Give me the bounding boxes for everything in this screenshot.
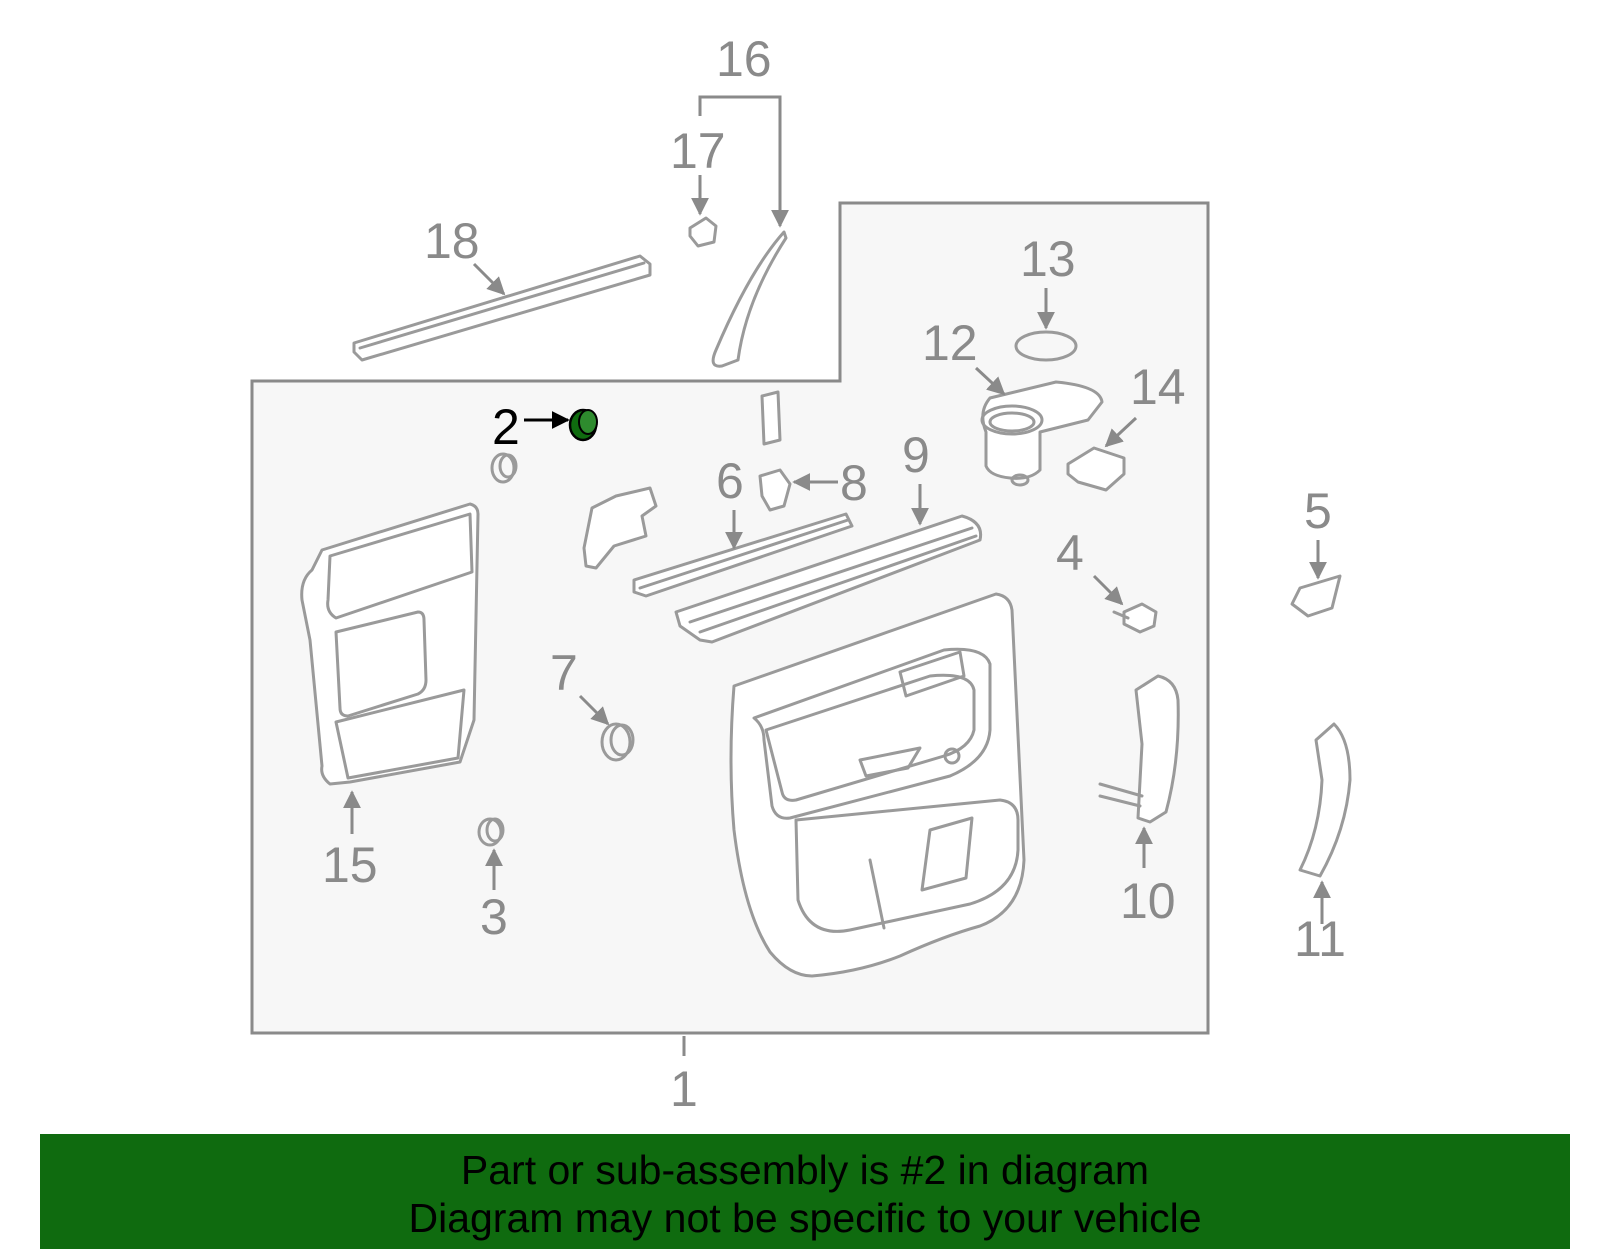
callout-10: 10	[1120, 873, 1176, 929]
part-10-pull-handle[interactable]	[1098, 674, 1180, 824]
callout-7: 7	[550, 645, 578, 701]
part-5-cap[interactable]	[1290, 574, 1342, 618]
part-7-plug[interactable]	[600, 722, 635, 762]
callout-15: 15	[322, 837, 378, 893]
filler-piece	[760, 390, 782, 446]
part-12-cup-holder[interactable]	[980, 380, 1104, 487]
part-6-rail[interactable]	[632, 512, 854, 598]
part-15-map-pocket[interactable]	[300, 502, 480, 786]
callout-11: 11	[1294, 911, 1346, 967]
callout-4: 4	[1056, 525, 1084, 581]
callout-9: 9	[902, 427, 930, 483]
part-16-molding[interactable]	[711, 230, 788, 368]
callout-3: 3	[480, 889, 508, 945]
callout-17: 17	[670, 123, 726, 179]
part-13-ring[interactable]	[1014, 330, 1078, 362]
part-18-trim-strip[interactable]	[352, 254, 652, 362]
banner-line-2: Diagram may not be specific to your vehi…	[408, 1195, 1202, 1241]
part-4-screw[interactable]	[1112, 602, 1158, 634]
callout-5: 5	[1304, 483, 1332, 539]
part-3-plug[interactable]	[477, 817, 505, 847]
callout-14: 14	[1130, 359, 1186, 415]
info-banner: Part or sub-assembly is #2 in diagram Di…	[40, 1134, 1570, 1249]
callout-18: 18	[424, 213, 480, 269]
callout-1: 1	[670, 1061, 698, 1117]
callout-6: 6	[716, 453, 744, 509]
part-2-plug-highlighted[interactable]	[568, 408, 598, 442]
door-trim-panel[interactable]	[729, 592, 1026, 978]
callout-13: 13	[1020, 231, 1076, 287]
part-17-clip[interactable]	[688, 216, 718, 248]
part-8-clip[interactable]	[758, 468, 792, 512]
part-11-handle-trim[interactable]	[1298, 722, 1352, 878]
bracket	[582, 486, 658, 570]
callout-16: 16	[716, 31, 772, 87]
banner-line-1: Part or sub-assembly is #2 in diagram	[460, 1147, 1150, 1193]
plug-upper	[490, 452, 518, 484]
callout-8: 8	[840, 455, 868, 511]
callout-2: 2	[492, 399, 520, 455]
part-9-bezel[interactable]	[674, 514, 983, 644]
part-14-switch[interactable]	[1066, 446, 1126, 492]
callout-12: 12	[922, 315, 978, 371]
